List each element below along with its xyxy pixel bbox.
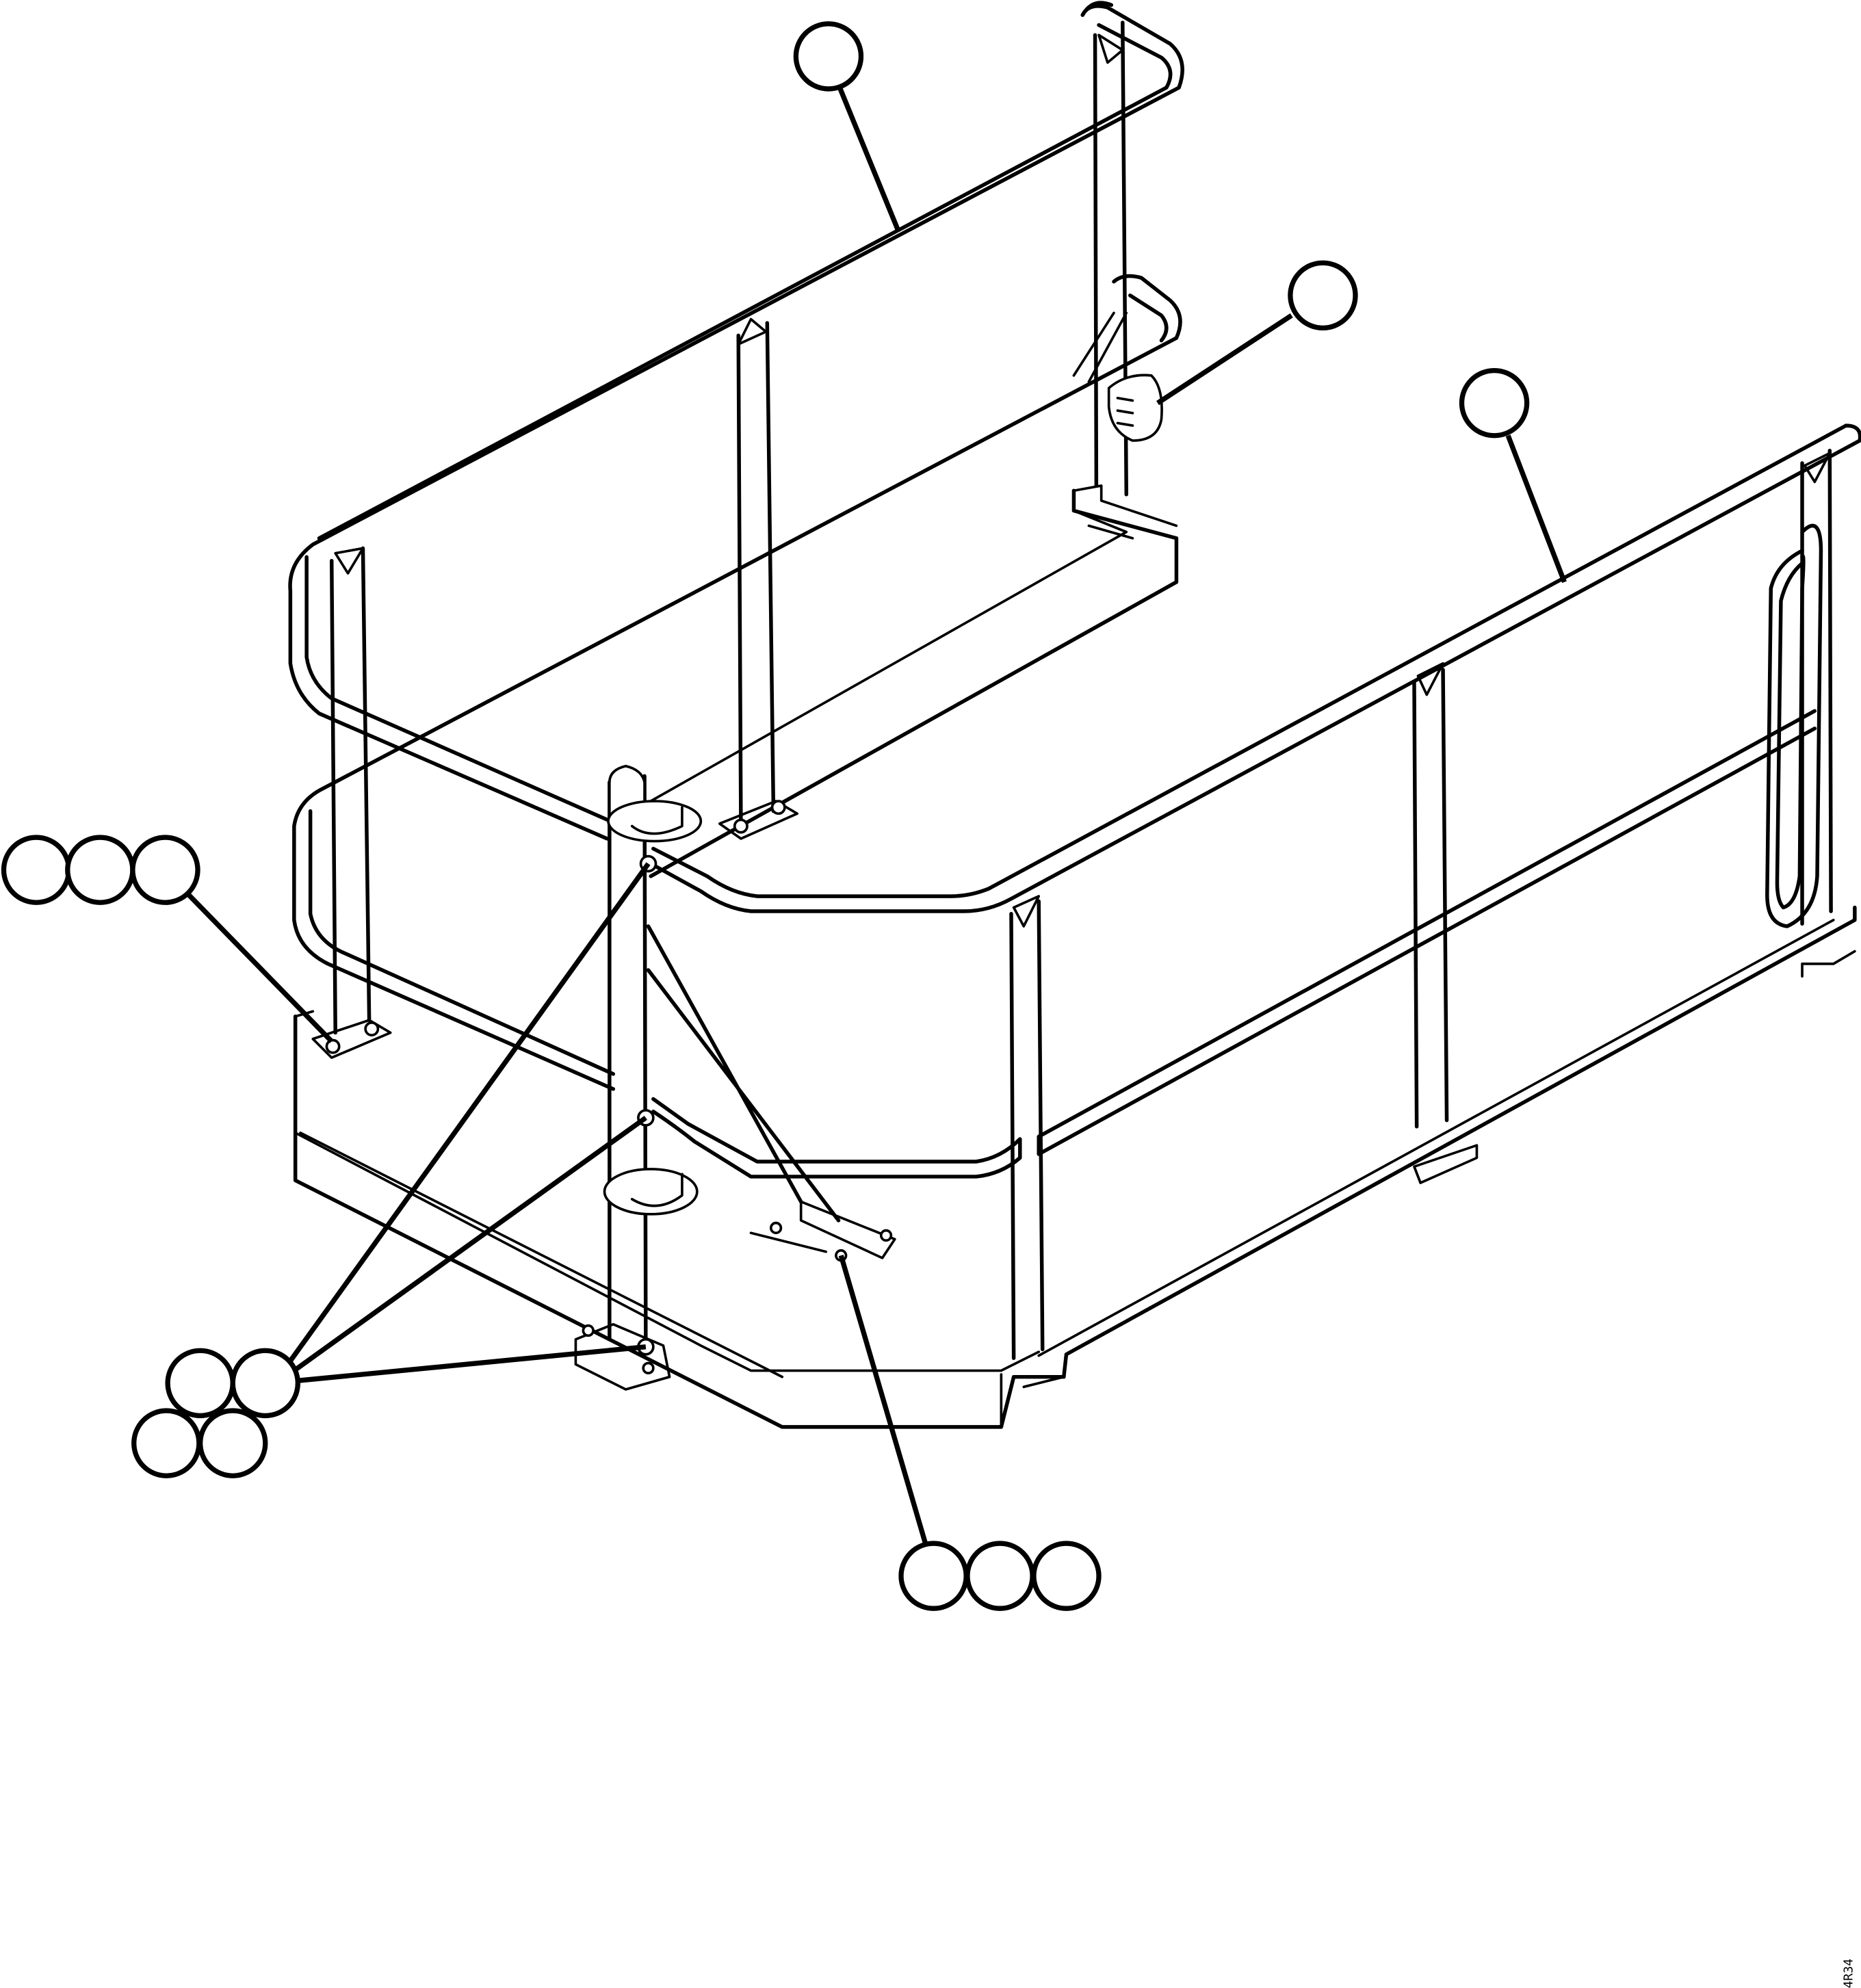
balloon-hinge-2 [230, 1348, 301, 1419]
balloon-base-2 [965, 1541, 1035, 1611]
platform-deck [293, 905, 1857, 1429]
leader-lines [183, 86, 1567, 1547]
balloon-foot-1 [1, 835, 72, 905]
latch-icon [1107, 374, 1163, 442]
foot-plates [311, 800, 799, 1059]
balloon-foot-3 [130, 835, 200, 905]
rear-left-handrail [288, 1, 1184, 1091]
balloon-hinge-4 [198, 1408, 268, 1478]
rear-step [649, 484, 1179, 878]
figure-reference-code: 4R34 [1841, 1959, 1856, 1988]
balloon-handrail-right [1459, 367, 1530, 439]
balloon-latch [1288, 260, 1358, 331]
balloon-base-3 [1031, 1541, 1102, 1611]
balloon-handrail-rear [793, 21, 864, 92]
item-balloons [1, 21, 1530, 1611]
balloon-foot-2 [65, 835, 135, 905]
balloon-hinge-3 [131, 1408, 202, 1478]
right-handrail [649, 423, 1861, 1360]
balloon-hinge-1 [165, 1348, 235, 1419]
balloon-base-1 [898, 1541, 969, 1611]
